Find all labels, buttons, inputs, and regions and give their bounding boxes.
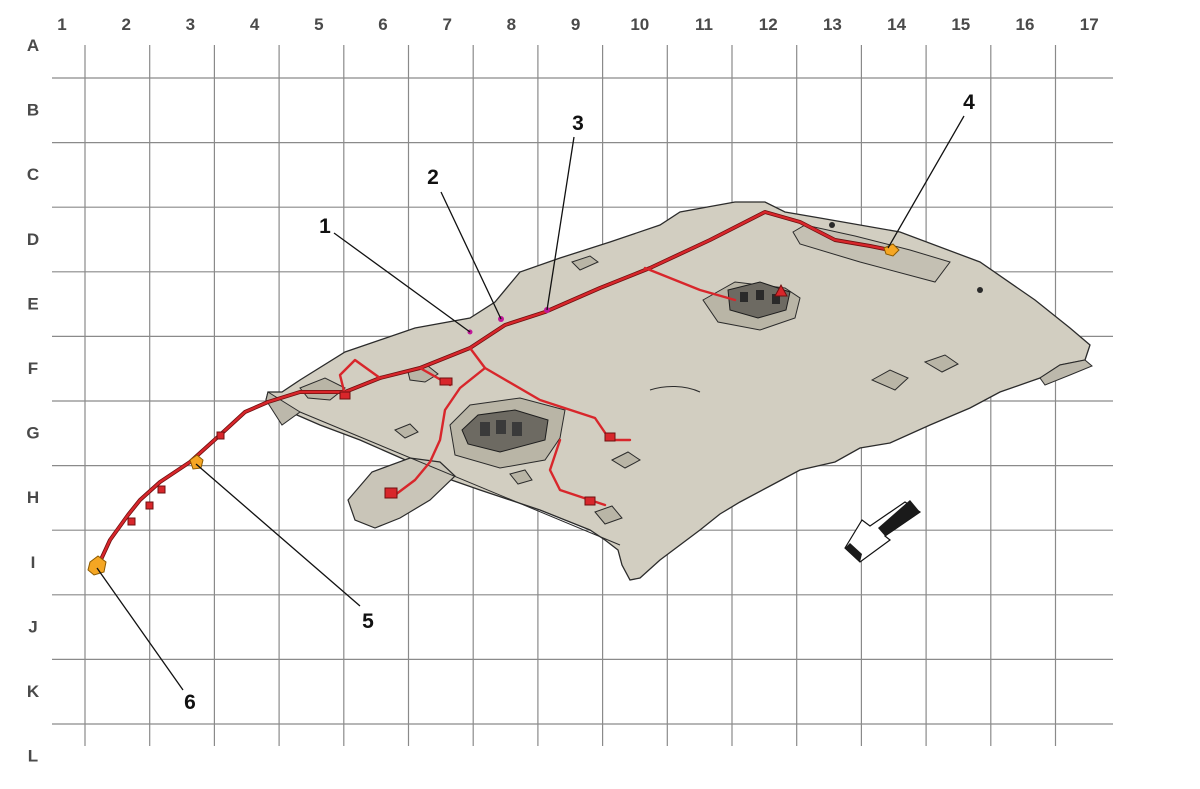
harness-main: [96, 210, 892, 568]
column-label-15: 15: [951, 15, 970, 34]
callout-labels: 1 2 3 4 5 6: [184, 91, 975, 714]
column-label-7: 7: [442, 15, 451, 34]
column-label-9: 9: [571, 15, 580, 34]
headliner-panel: [265, 201, 1091, 581]
leader-5: [195, 463, 361, 607]
row-label-D: D: [27, 230, 39, 249]
row-label-I: I: [31, 553, 36, 572]
leader-lines: [96, 115, 965, 691]
column-label-1: 1: [57, 15, 66, 34]
wiring-harness: [96, 210, 892, 568]
row-labels: A B C D E F G H I J K L: [26, 36, 39, 766]
column-label-8: 8: [507, 15, 516, 34]
connectors: [87, 243, 900, 576]
column-label-12: 12: [759, 15, 778, 34]
column-label-17: 17: [1080, 15, 1099, 34]
column-label-11: 11: [695, 15, 713, 34]
headliner-contour: [649, 386, 701, 393]
row-label-G: G: [26, 424, 39, 443]
harness-branch-rear: [643, 266, 737, 302]
headliner-assembly: [265, 201, 1093, 581]
leader-6: [96, 567, 184, 691]
column-label-3: 3: [186, 15, 195, 34]
column-label-10: 10: [630, 15, 649, 34]
column-label-5: 5: [314, 15, 323, 34]
row-label-F: F: [28, 359, 38, 378]
column-label-6: 6: [378, 15, 387, 34]
row-label-A: A: [27, 36, 39, 55]
leader-4: [887, 115, 965, 249]
callout-5: 5: [362, 610, 374, 633]
front-direction-arrow: [844, 500, 922, 563]
rear-edge-trim: [1039, 359, 1093, 386]
center-console-module: [449, 397, 566, 469]
callout-1: 1: [319, 215, 331, 238]
row-label-H: H: [27, 488, 39, 507]
leader-3: [546, 136, 575, 311]
callout-4: 4: [963, 91, 975, 114]
row-label-C: C: [27, 165, 39, 184]
row-label-L: L: [28, 747, 38, 766]
leader-1: [333, 232, 471, 333]
column-label-2: 2: [121, 15, 130, 34]
harness-branch-console: [393, 346, 487, 497]
column-label-13: 13: [823, 15, 842, 34]
headliner-clips: [299, 222, 983, 525]
column-label-14: 14: [887, 15, 906, 34]
leader-2: [440, 191, 502, 320]
overhead-console-tray: [347, 457, 456, 529]
row-label-B: B: [27, 101, 39, 120]
connector-5: [189, 454, 204, 470]
headliner-edge-line: [299, 411, 621, 546]
callout-3: 3: [572, 112, 584, 135]
row-label-J: J: [28, 617, 37, 636]
row-label-E: E: [27, 294, 38, 313]
column-label-16: 16: [1016, 15, 1035, 34]
connector-6: [87, 555, 107, 576]
connector-4: [883, 243, 900, 257]
row-label-K: K: [27, 682, 40, 701]
callout-2: 2: [427, 166, 439, 189]
column-label-4: 4: [250, 15, 260, 34]
callout-6: 6: [184, 691, 196, 714]
